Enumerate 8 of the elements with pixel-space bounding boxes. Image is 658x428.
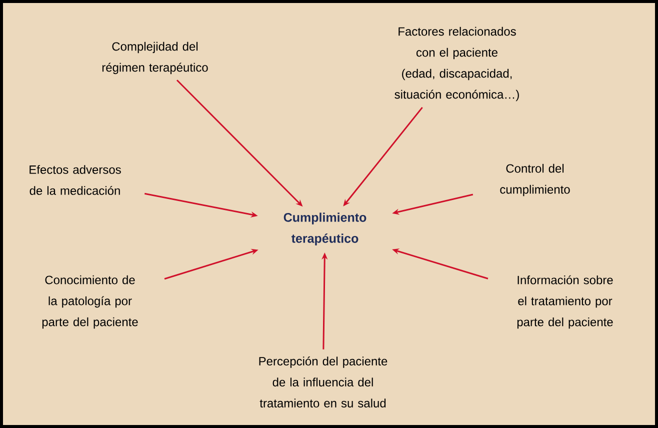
factor-text: Control del cumplimiento: [500, 164, 570, 196]
factor-text: Complejidad del régimen terapéutico: [102, 42, 208, 74]
factor-text: Efectos adversos de la medicación: [30, 165, 121, 195]
factor-text: Conocimiento de la patología por parte del paciente: [42, 275, 138, 329]
central-concept-text: Cumplimiento terapéutico: [284, 212, 366, 246]
factor-text: Información sobre el tratamiento por parte del paciente: [517, 275, 613, 329]
factor-text: Factores relacionados con el paciente (edad, discapacidad, situación económica…): [394, 26, 519, 102]
factor-text: Percepción del paciente de la influencia del tratamiento en su salud: [259, 356, 388, 408]
